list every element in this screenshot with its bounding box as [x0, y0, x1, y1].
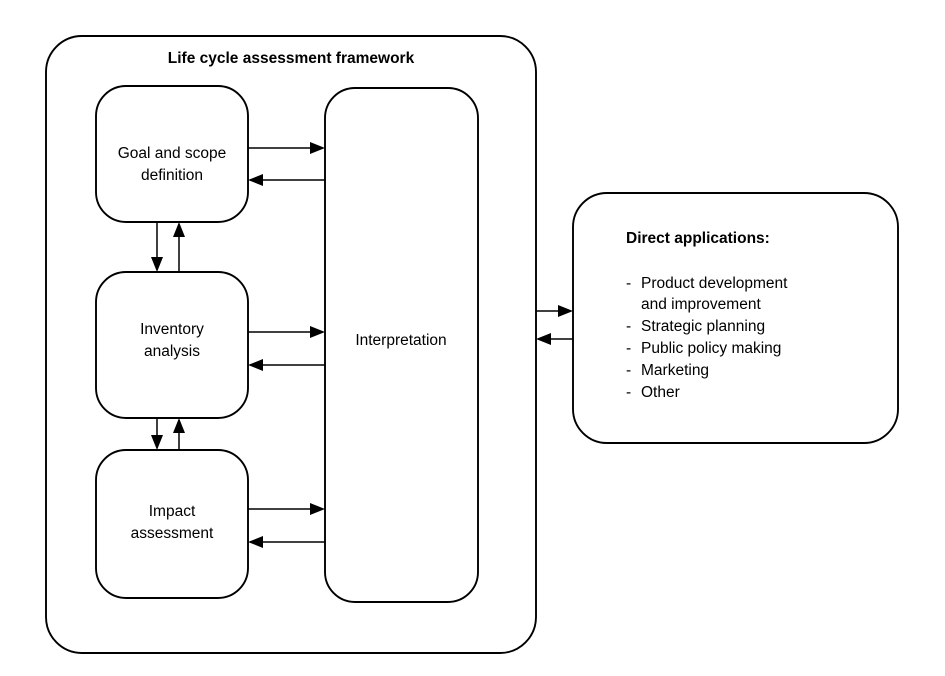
direct-applications-title: Direct applications: — [626, 230, 770, 247]
arrow-impact-to-interpretation — [248, 503, 325, 515]
direct-applications-box[interactable] — [572, 192, 899, 444]
phase-box-inventory-analysis[interactable] — [95, 271, 249, 419]
phase-label-inventory-analysis-line1: Inventory — [140, 321, 204, 338]
arrow-goal-down-to-inventory — [151, 222, 163, 272]
interpretation-box[interactable] — [324, 87, 479, 603]
phase-label-impact-assessment-line1: Impact — [149, 503, 196, 520]
interpretation-label: Interpretation — [355, 332, 446, 349]
arrow-impact-up-to-inventory — [173, 418, 185, 450]
phase-box-impact-assessment[interactable] — [95, 449, 249, 599]
arrow-inventory-to-interpretation — [248, 326, 325, 338]
applications-bullet-0: - — [626, 275, 631, 292]
phase-label-impact-assessment-line2: assessment — [131, 525, 214, 542]
arrow-interpretation-to-impact — [248, 536, 325, 548]
applications-item-1-line1: Strategic planning — [641, 318, 765, 335]
applications-item-2-line1: Public policy making — [641, 340, 781, 357]
arrow-interpretation-to-goal — [248, 174, 325, 186]
applications-bullet-1: - — [626, 318, 631, 335]
applications-bullet-3: - — [626, 362, 631, 379]
applications-item-0-line1: Product development — [641, 275, 788, 292]
framework-title: Life cycle assessment framework — [168, 50, 415, 67]
phase-label-goal-and-scope-line1: Goal and scope — [118, 145, 227, 162]
phase-box-goal-and-scope[interactable] — [95, 85, 249, 223]
arrow-goal-to-interpretation — [248, 142, 325, 154]
arrow-framework-to-applications — [536, 305, 573, 317]
phase-label-inventory-analysis-line2: analysis — [144, 343, 200, 360]
applications-item-0-line2: and improvement — [641, 296, 761, 313]
applications-item-4-line1: Other — [641, 384, 680, 401]
arrow-inventory-up-to-goal — [173, 222, 185, 272]
phase-label-goal-and-scope-line2: definition — [141, 167, 203, 184]
arrow-inventory-down-to-impact — [151, 418, 163, 450]
applications-bullet-2: - — [626, 340, 631, 357]
arrow-interpretation-to-inventory — [248, 359, 325, 371]
applications-item-3-line1: Marketing — [641, 362, 709, 379]
applications-bullet-4: - — [626, 384, 631, 401]
arrow-applications-to-framework — [536, 333, 573, 345]
